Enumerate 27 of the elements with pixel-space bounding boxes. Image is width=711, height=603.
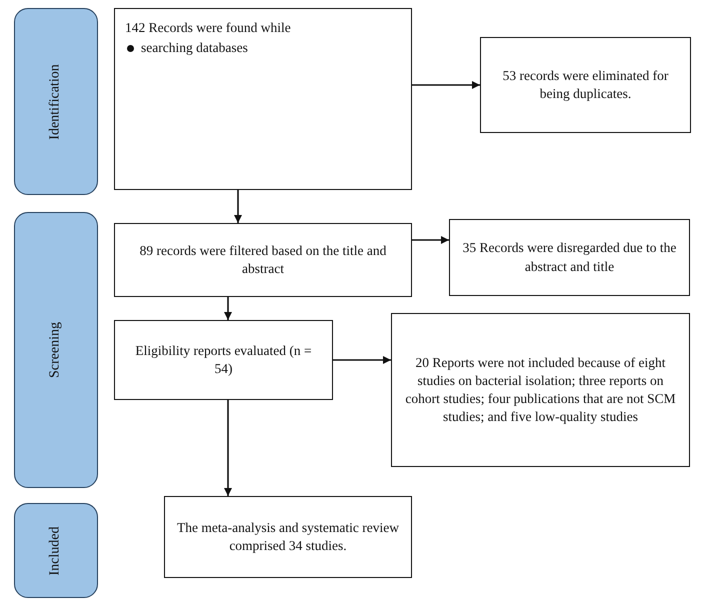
arrow [412,236,449,244]
box-text: 35 Records were disregarded due to the abstract and title [462,239,678,276]
box-text: 20 Reports were not included because of eight studies on bacterial isolation; three reports on cohort studies; four publications that are not SCM studies; and five low-quality studies [404,354,677,426]
arrow [234,190,242,223]
stage-label: Identification [46,64,64,140]
process-box [449,219,690,296]
arrow [333,356,391,364]
stage-band [14,212,98,488]
box-text: The meta-analysis and systematic review comprised 34 studies. [176,518,400,555]
box-text: 142 Records were found while [125,19,291,37]
process-box [391,313,690,467]
stage-label: Included [46,526,64,575]
process-box [114,320,333,400]
bullet-item: searching databases [125,39,248,58]
arrow [224,400,232,496]
box-text: Eligibility reports evaluated (n = 54) [134,342,313,378]
stage-label: Screening [46,322,64,378]
arrow [412,81,480,89]
box-text: 53 records were eliminated for being duplicates. [502,66,670,103]
box-text: 89 records were filtered based on the title and abstract [138,242,388,278]
arrow [224,297,232,320]
stage-band [14,503,98,598]
process-box [480,37,691,133]
process-box [114,223,412,297]
process-box [164,496,412,578]
process-box [114,8,412,190]
stage-band [14,8,98,195]
